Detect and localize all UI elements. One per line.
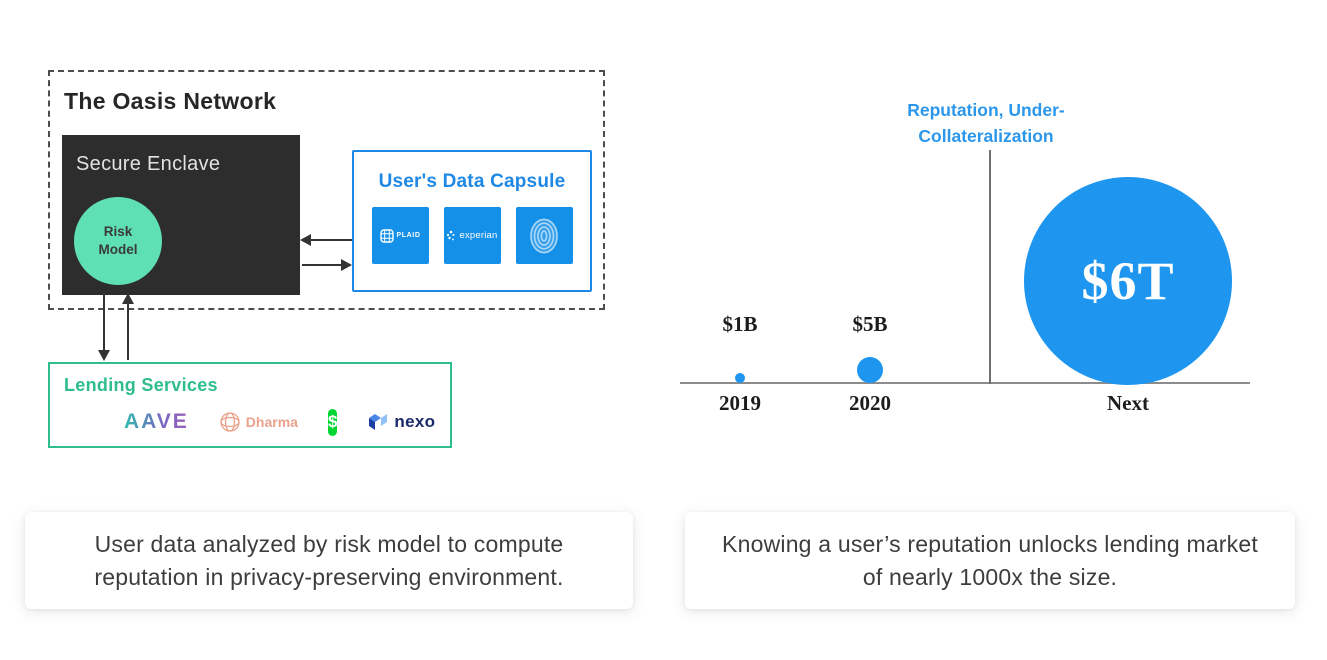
bubble-2019 — [735, 373, 745, 383]
x-tick-2019: 2019 — [719, 391, 761, 415]
risk-model-label: Risk Model — [98, 224, 138, 257]
secure-enclave-box: Secure Enclave Risk Model — [62, 135, 300, 295]
data-capsule-tiles: PLAID experian — [354, 207, 590, 264]
caption-right-text: Knowing a user’s reputation unlocks lend… — [722, 530, 1258, 590]
dharma-logo: Dharma — [219, 411, 298, 433]
nexo-label: nexo — [394, 412, 436, 431]
dharma-label: Dharma — [245, 414, 298, 430]
chart-title-line2: Collateralization — [918, 126, 1054, 147]
bubble-2020 — [857, 357, 883, 383]
risk-model-node: Risk Model — [74, 197, 162, 285]
plaid-icon — [379, 228, 394, 243]
plaid-tile: PLAID — [371, 207, 429, 264]
nexo-icon — [369, 414, 388, 430]
x-tick-2020: 2020 — [849, 391, 891, 415]
caption-left-text: User data analyzed by risk model to comp… — [94, 530, 564, 590]
fingerprint-tile — [515, 207, 573, 264]
dharma-icon — [220, 412, 240, 432]
lending-services-title: Lending Services — [64, 375, 218, 395]
experian-icon — [447, 230, 455, 240]
bubble-value-label-2019: $1B — [722, 312, 758, 336]
caption-right: Knowing a user’s reputation unlocks lend… — [685, 512, 1295, 609]
caption-left: User data analyzed by risk model to comp… — [25, 512, 633, 609]
chart-x-axis — [680, 382, 1250, 384]
fingerprint-icon — [530, 218, 558, 253]
nexo-logo: nexo — [367, 412, 435, 432]
oasis-network-boundary — [48, 70, 605, 310]
data-capsule-title: User's Data Capsule — [378, 171, 566, 192]
lending-services-box: Lending Services AAVE Dharma $ — [48, 362, 452, 448]
experian-label: experian — [459, 230, 498, 241]
secure-enclave-label: Secure Enclave — [76, 153, 221, 175]
chart-title: Reputation, Under- Collateralization — [830, 97, 1142, 150]
x-tick-next: Next — [1107, 391, 1149, 415]
chart-divider-line — [989, 150, 991, 384]
bubble-next: $6T — [1024, 177, 1232, 385]
cashapp-logo: $ — [327, 408, 338, 436]
bubble-value-label-2020: $5B — [852, 312, 888, 336]
cashapp-dollar-label: $ — [327, 412, 338, 431]
chart-title-line1: Reputation, Under- — [907, 100, 1065, 120]
plaid-label: PLAID — [396, 232, 421, 239]
experian-tile: experian — [443, 207, 501, 264]
data-capsule-box: User's Data Capsule PLAID experian — [352, 150, 592, 292]
bubble-value-label-next: $6T — [1081, 251, 1175, 311]
lending-services-logos: AAVE Dharma $ — [50, 402, 450, 442]
aave-logo: AAVE — [124, 410, 189, 433]
oasis-network-title: The Oasis Network — [64, 88, 277, 114]
